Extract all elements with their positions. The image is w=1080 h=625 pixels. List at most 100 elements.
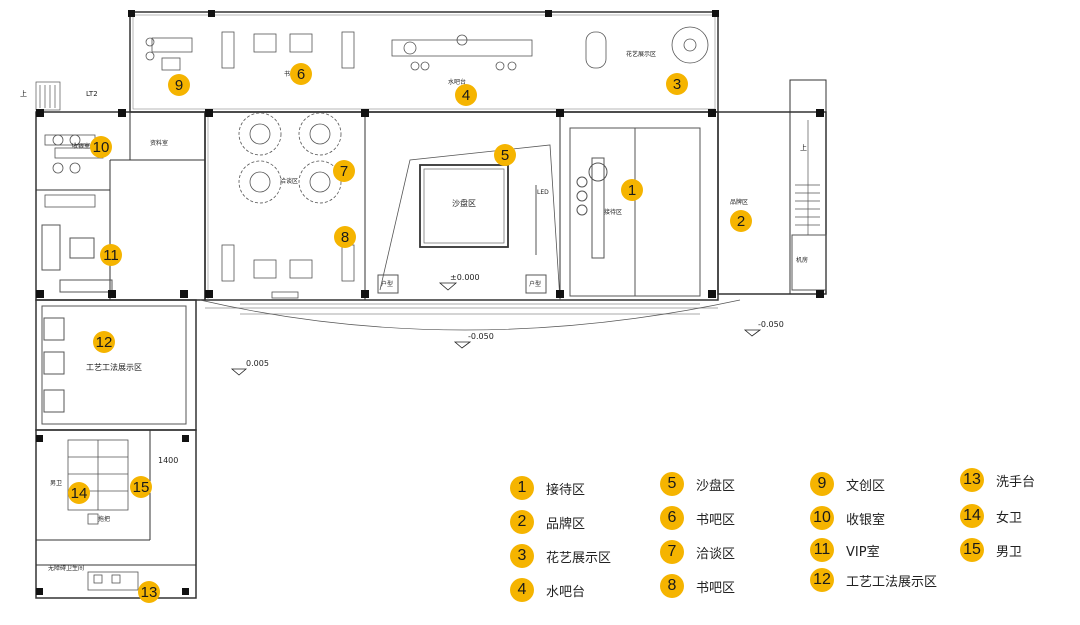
plan-badge-number: 12	[96, 334, 113, 351]
label-male-wc: 男卫	[50, 480, 62, 487]
legend-number: 11	[810, 538, 834, 562]
plan-badge-number: 9	[175, 77, 183, 94]
plan-badge: 11	[100, 244, 122, 266]
plan-badge: 8	[334, 226, 356, 248]
legend-item: 9 文创区	[810, 472, 885, 496]
legend-item: 11 VIP室	[810, 538, 880, 562]
elevation-ext-a: -0.050	[758, 320, 784, 329]
right-wing-wall	[717, 111, 827, 295]
plan-badge: 5	[494, 144, 516, 166]
legend-number: 1	[510, 476, 534, 500]
legend-label: VIP室	[846, 544, 880, 560]
label-nego-small: 洽谈区	[280, 177, 298, 185]
label-elevator: LT2	[86, 90, 98, 98]
label-reception-small: 接待区	[604, 208, 622, 216]
legend-label: 花艺展示区	[546, 550, 612, 566]
legend-number: 4	[510, 578, 534, 602]
legend-item: 6 书吧区	[660, 506, 735, 530]
legend-label: 文创区	[846, 478, 886, 494]
legend-item: 8 书吧区	[660, 574, 735, 598]
label-cashier: 收银室	[72, 142, 90, 150]
legend-number: 8	[660, 574, 684, 598]
legend-label: 女卫	[996, 510, 1023, 526]
plan-badge: 2	[730, 210, 752, 232]
plan-badge: 6	[290, 63, 312, 85]
plan-badge-number: 14	[71, 485, 88, 502]
plan-badge-number: 5	[501, 147, 509, 164]
canopy-arc	[199, 299, 741, 331]
legend-number: 12	[810, 568, 834, 592]
plan-badge: 7	[333, 160, 355, 182]
plan-badge-number: 8	[341, 229, 349, 246]
legend-item: 7 洽谈区	[660, 540, 735, 564]
restroom-wall	[35, 429, 197, 599]
legend: 1 接待区 2 品牌区 3 花艺展示区 4 水吧台 5 沙盘区 6 书吧区 7 洽谈区 8 书吧…	[500, 468, 1070, 608]
legend-label: 接待区	[546, 482, 586, 498]
plan-badge: 1	[621, 179, 643, 201]
plan-badge-number: 3	[673, 76, 681, 93]
legend-label: 收银室	[846, 512, 886, 528]
plan-badge: 12	[93, 331, 115, 353]
legend-label: 水吧台	[546, 584, 586, 600]
plan-badge-number: 7	[340, 163, 348, 180]
legend-item: 5 沙盘区	[660, 472, 735, 496]
flower-display	[585, 26, 709, 69]
legend-label: 书吧区	[696, 512, 736, 528]
legend-number: 5	[660, 472, 684, 496]
legend-number: 7	[660, 540, 684, 564]
plan-badge-number: 15	[133, 479, 150, 496]
plan-badge: 4	[455, 84, 477, 106]
legend-item: 15 男卫	[960, 538, 1022, 562]
plan-badge-number: 4	[462, 87, 470, 104]
label-household-b: 户型	[529, 280, 541, 288]
label-machine-room: 机房	[796, 256, 808, 264]
legend-label: 洽谈区	[696, 546, 736, 562]
dimension-text: 1400	[158, 456, 178, 465]
label-flower-small: 花艺展示区	[626, 50, 656, 58]
label-material-room: 资料室	[150, 139, 168, 147]
plan-badge: 3	[666, 73, 688, 95]
legend-number: 9	[810, 472, 834, 496]
legend-item: 14 女卫	[960, 504, 1022, 528]
plan-badge-number: 13	[141, 584, 158, 601]
structural-columns	[36, 10, 824, 595]
plan-badge: 9	[168, 74, 190, 96]
legend-item: 2 品牌区	[510, 510, 585, 534]
left-block-wall	[35, 111, 206, 301]
water-bar	[391, 34, 533, 71]
legend-number: 10	[810, 506, 834, 530]
elevation-ramp: 0.005	[246, 359, 269, 368]
right-stair	[795, 120, 820, 235]
elevation-main: ±0.000	[450, 273, 480, 282]
negotiation-tables	[238, 112, 342, 204]
legend-item: 3 花艺展示区	[510, 544, 611, 568]
legend-number: 2	[510, 510, 534, 534]
legend-label: 书吧区	[696, 580, 736, 596]
label-sand-table: 沙盘区	[452, 198, 476, 208]
left-stair	[35, 81, 61, 111]
label-stair-up-right: 上	[800, 143, 807, 152]
plan-badge-number: 1	[628, 182, 636, 199]
legend-number: 6	[660, 506, 684, 530]
plan-badge: 14	[68, 482, 90, 504]
legend-item: 13 洗手台	[960, 468, 1035, 492]
legend-label: 品牌区	[546, 516, 586, 532]
label-led: LED	[537, 189, 549, 196]
label-water-bar-small: 水吧台	[448, 78, 466, 86]
legend-label: 沙盘区	[696, 478, 736, 494]
legend-label: 男卫	[996, 544, 1023, 560]
legend-number: 14	[960, 504, 984, 528]
legend-number: 3	[510, 544, 534, 568]
elevation-ext-b: -0.050	[468, 332, 494, 341]
legend-item: 1 接待区	[510, 476, 585, 500]
plan-badge-number: 11	[103, 247, 119, 264]
label-brand-small: 品牌区	[730, 198, 748, 206]
label-accessible-wc: 无障碍卫生间	[48, 564, 84, 572]
plan-badge-number: 2	[737, 213, 745, 230]
legend-number: 15	[960, 538, 984, 562]
legend-number: 13	[960, 468, 984, 492]
legend-label: 洗手台	[996, 474, 1036, 490]
plan-badge: 15	[130, 476, 152, 498]
label-mop: 拖把	[98, 515, 110, 523]
